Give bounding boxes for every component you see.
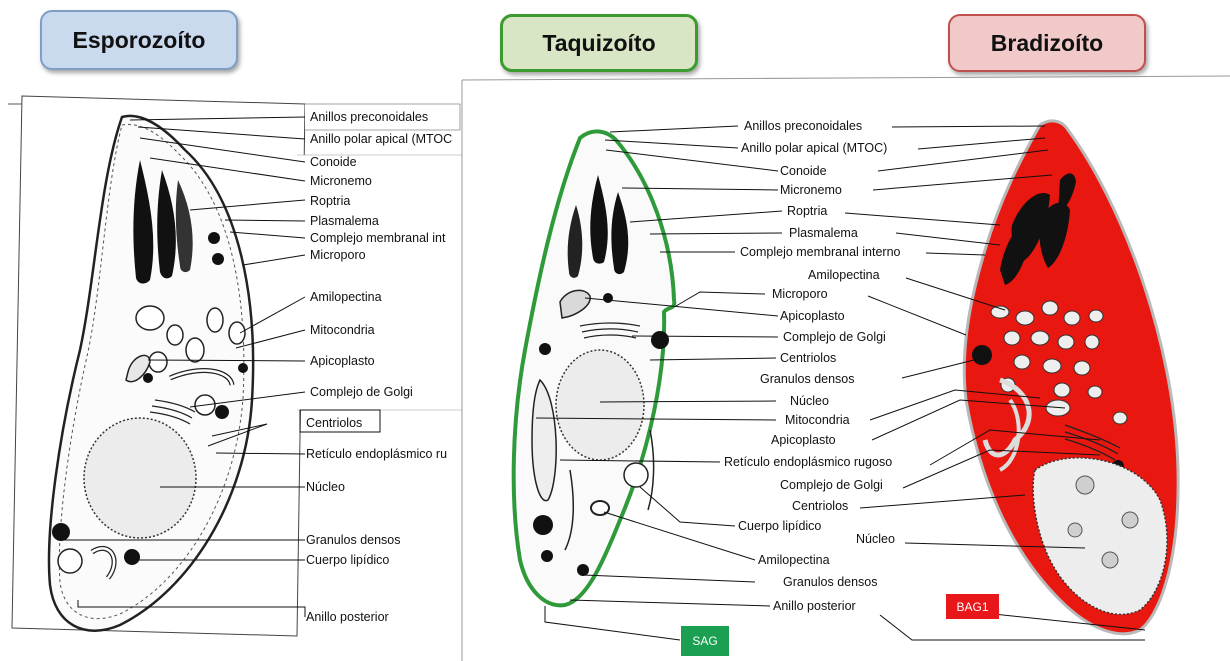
taquizoito-label: Cuerpo lipídico xyxy=(738,519,821,533)
taquizoito-label: Centriolos xyxy=(792,499,848,513)
esporozoito-label: Micronemo xyxy=(310,174,372,188)
taquizoito-label: Apicoplasto xyxy=(771,433,836,447)
esporozoito-label: Anillo posterior xyxy=(306,610,389,624)
esporozoito-label: Conoide xyxy=(310,155,357,169)
esporozoito-label: Amilopectina xyxy=(310,290,382,304)
taquizoito-label: Plasmalema xyxy=(789,226,858,240)
sag-badge: SAG xyxy=(681,626,729,656)
taquizoito-label: Retículo endoplásmico rugoso xyxy=(724,455,892,469)
taquizoito-label: Granulos densos xyxy=(783,575,878,589)
taquizoito-label: Anillos preconoidales xyxy=(744,119,862,133)
taquizoito-label: Amilopectina xyxy=(808,268,880,282)
taquizoito-cell xyxy=(514,131,675,605)
taquizoito-label: Microporo xyxy=(772,287,828,301)
taquizoito-label: Complejo de Golgi xyxy=(783,330,886,344)
esporozoito-label: Microporo xyxy=(310,248,366,262)
taquizoito-label: Núcleo xyxy=(790,394,829,408)
taquizoito-label: Amilopectina xyxy=(758,553,830,567)
taquizoito-label: Mitocondria xyxy=(785,413,850,427)
taquizoito-label: Centriolos xyxy=(780,351,836,365)
bag1-badge: BAG1 xyxy=(946,594,999,619)
bradizoito-cell xyxy=(964,121,1178,634)
esporozoito-label: Roptria xyxy=(310,194,350,208)
taquizoito-label: Conoide xyxy=(780,164,827,178)
taquizoito-label: Complejo de Golgi xyxy=(780,478,883,492)
taquizoito-label: Roptria xyxy=(787,204,827,218)
esporozoito-label: Complejo de Golgi xyxy=(310,385,413,399)
esporozoito-label: Núcleo xyxy=(306,480,345,494)
taquizoito-label: Anillo polar apical (MTOC) xyxy=(741,141,887,155)
esporozoito-label: Plasmalema xyxy=(310,214,379,228)
taquizoito-labels: Anillos preconoidales Anillo polar apica… xyxy=(724,119,901,613)
taquizoito-label: Granulos densos xyxy=(760,372,855,386)
esporozoito-label: Granulos densos xyxy=(306,533,401,547)
esporozoito-label: Cuerpo lipídico xyxy=(306,553,389,567)
esporozoito-label: Complejo membranal int xyxy=(310,231,446,245)
taquizoito-label: Complejo membranal interno xyxy=(740,245,901,259)
taquizoito-label: Micronemo xyxy=(780,183,842,197)
esporozoito-label: Anillo polar apical (MTOC xyxy=(310,132,452,146)
esporozoito-label: Mitocondria xyxy=(310,323,375,337)
esporozoito-label: Apicoplasto xyxy=(310,354,375,368)
taquizoito-label: Apicoplasto xyxy=(780,309,845,323)
esporozoito-label: Retículo endoplásmico ru xyxy=(306,447,447,461)
esporozoito-label: Anillos preconoidales xyxy=(310,110,428,124)
taquizoito-label: Núcleo xyxy=(856,532,895,546)
taquizoito-label: Anillo posterior xyxy=(773,599,856,613)
esporozoito-label: Centriolos xyxy=(306,416,362,430)
